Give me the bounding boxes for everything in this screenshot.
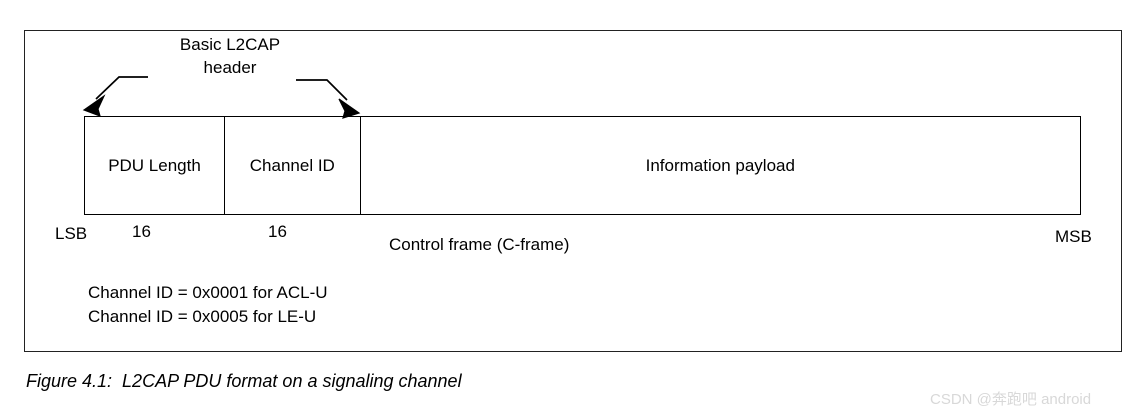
basic-l2cap-header-annotation: Basic L2CAP header (179, 35, 281, 77)
lsb-label: LSB (55, 224, 88, 243)
pdu-field-label: PDU Length (108, 155, 201, 175)
figure-caption: Figure 4.1: L2CAP PDU format on a signal… (26, 371, 462, 391)
note-line: Channel ID = 0x0005 for LE-U (88, 307, 317, 326)
pdu-box: PDU Length Channel ID Information payloa… (84, 116, 1081, 215)
pdu-field-information-payload: Information payload (359, 117, 1080, 214)
channel-id-notes: Channel ID = 0x0001 for ACL-U Channel ID… (88, 281, 328, 329)
channel-id-bit-width-label: 16 (268, 222, 287, 241)
pdu-length-bit-width-label: 16 (132, 222, 151, 241)
figure-frame (24, 30, 1122, 352)
pdu-field-channel-id: Channel ID (224, 117, 360, 214)
control-frame-label: Control frame (C-frame) (389, 235, 570, 254)
pdu-field-label: Information payload (645, 155, 795, 175)
note-line: Channel ID = 0x0001 for ACL-U (88, 283, 328, 302)
msb-label: MSB (1055, 227, 1092, 246)
pdu-field-pdu-length: PDU Length (85, 117, 224, 214)
pdu-field-label: Channel ID (249, 155, 335, 175)
watermark: CSDN @奔跑吧 android (930, 391, 1092, 408)
